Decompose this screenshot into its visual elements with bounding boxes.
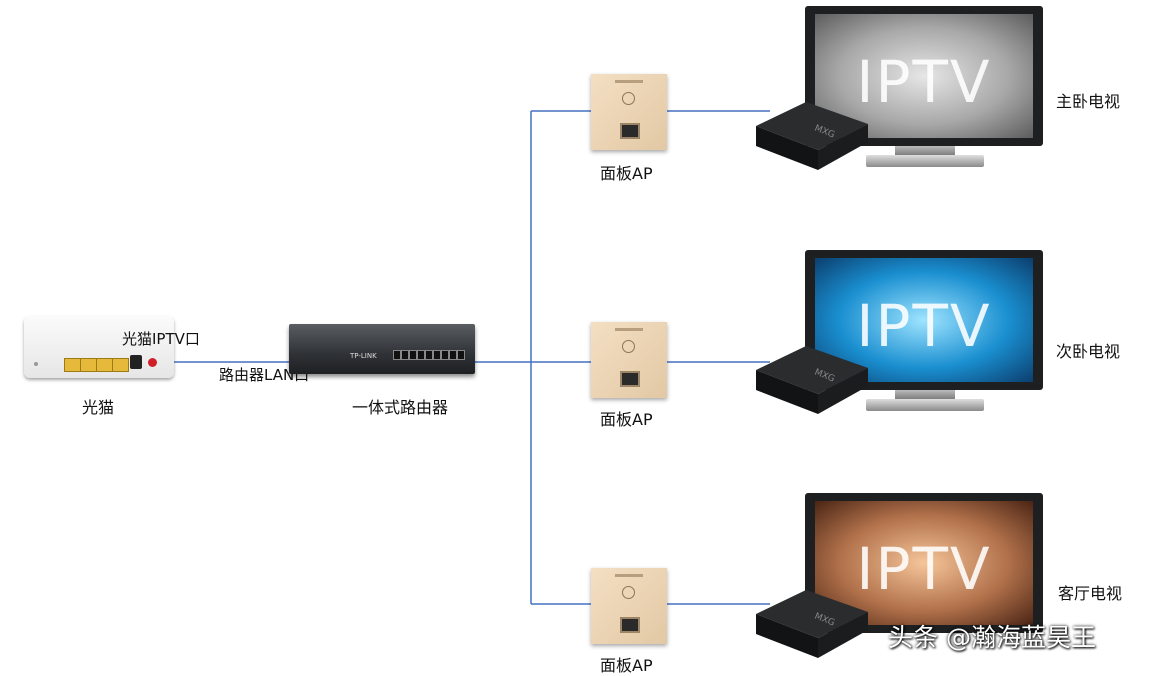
modem-lan-port <box>96 358 113 372</box>
tv-text-1: IPTV <box>856 48 992 116</box>
ap-logo <box>615 80 643 83</box>
tv-screen-2: IPTV <box>815 258 1033 382</box>
router-port <box>433 350 441 360</box>
ap-indicator-icon <box>622 586 635 599</box>
ap-label-1: 面板AP <box>600 164 653 183</box>
ap-label-2: 面板AP <box>600 410 653 429</box>
router-port <box>393 350 401 360</box>
ap-indicator-icon <box>622 340 635 353</box>
panel-ap-3 <box>591 568 667 644</box>
tv-screen-3: IPTV <box>815 501 1033 625</box>
router-body <box>289 324 475 374</box>
watermark: 头条 @瀚海蓝昊王 <box>888 623 1096 652</box>
modem-lan-port <box>64 358 81 372</box>
room-label-3: 客厅电视 <box>1058 584 1123 603</box>
tv-1: IPTV <box>805 6 1043 146</box>
router-port <box>457 350 465 360</box>
ap-ethernet-port <box>620 617 640 633</box>
tv-3: IPTV <box>805 493 1043 633</box>
router-label: 一体式路由器 <box>352 398 449 417</box>
router-port-label: 路由器LAN口 <box>219 366 310 384</box>
router-port <box>401 350 409 360</box>
room-label-2: 次卧电视 <box>1056 342 1121 361</box>
tv-stand-neck-1 <box>895 146 955 156</box>
ap-ethernet-port <box>620 371 640 387</box>
ap-indicator-icon <box>622 92 635 105</box>
router-brand: TP-LINK <box>350 352 377 360</box>
modem-lan-port <box>80 358 97 372</box>
router-port <box>425 350 433 360</box>
ap-label-3: 面板AP <box>600 656 653 675</box>
set-top-box-1: MXG <box>756 102 868 170</box>
ap-logo <box>615 328 643 331</box>
panel-ap-1 <box>591 74 667 150</box>
tv-text-3: IPTV <box>856 535 992 603</box>
room-label-1: 主卧电视 <box>1056 92 1121 111</box>
panel-ap-2 <box>591 322 667 398</box>
ap-ethernet-port <box>620 123 640 139</box>
modem-port-label: 光猫IPTV口 <box>122 330 200 348</box>
tv-stand-neck-2 <box>895 390 955 400</box>
router-port <box>441 350 449 360</box>
router-port <box>409 350 417 360</box>
router-port <box>449 350 457 360</box>
modem-power-jack <box>130 355 142 369</box>
tv-text-2: IPTV <box>856 292 992 360</box>
tv-screen-1: IPTV <box>815 14 1033 138</box>
modem-label: 光猫 <box>82 398 115 417</box>
tv-stand-base-1 <box>866 155 984 167</box>
modem-reset-button <box>148 358 157 367</box>
tv-stand-base-2 <box>866 399 984 411</box>
router-port <box>417 350 425 360</box>
modem-lan-port <box>112 358 129 372</box>
modem-indicator <box>34 362 38 366</box>
ap-logo <box>615 574 643 577</box>
set-top-box-3: MXG <box>756 590 868 658</box>
set-top-box-2: MXG <box>756 346 868 414</box>
